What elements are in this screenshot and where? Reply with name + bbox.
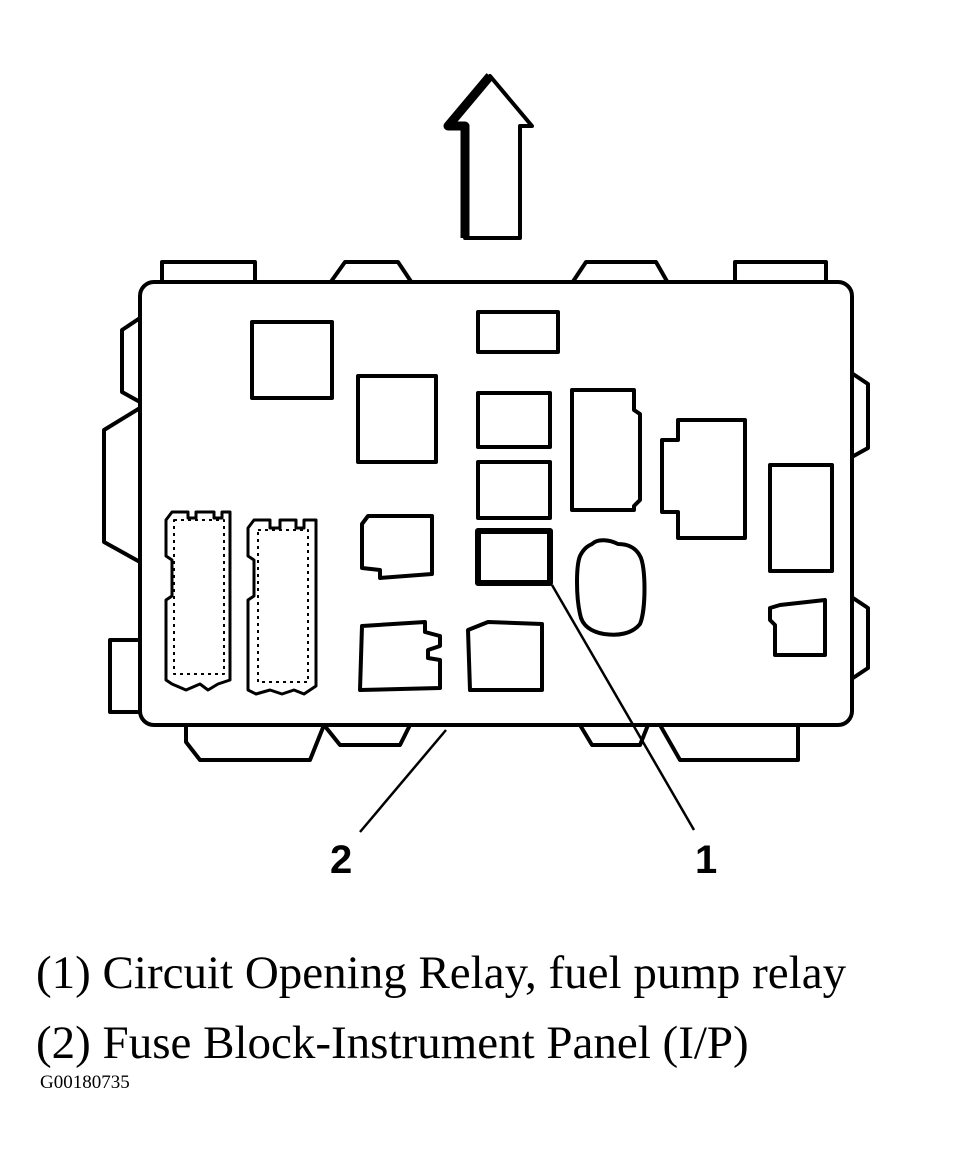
callout-label-2: 2: [330, 838, 353, 882]
top-mounting-tabs: [160, 260, 828, 285]
component-cavities: [164, 310, 834, 696]
forward-arrow-icon: [443, 73, 534, 240]
leader-line-2: [359, 729, 447, 833]
left-mounting-tabs: [102, 316, 142, 714]
legend-item-1: (1) Circuit Opening Relay, fuel pump rel…: [36, 947, 847, 999]
fuse-block-body: [138, 280, 854, 727]
bottom-mounting-tabs: [184, 723, 800, 762]
figure-id: G00180735: [40, 1072, 130, 1093]
leader-line-1: [550, 584, 696, 831]
legend-item-2: (2) Fuse Block-Instrument Panel (I/P): [36, 1017, 749, 1069]
callout-label-1: 1: [695, 838, 718, 882]
right-mounting-tabs: [848, 370, 870, 682]
